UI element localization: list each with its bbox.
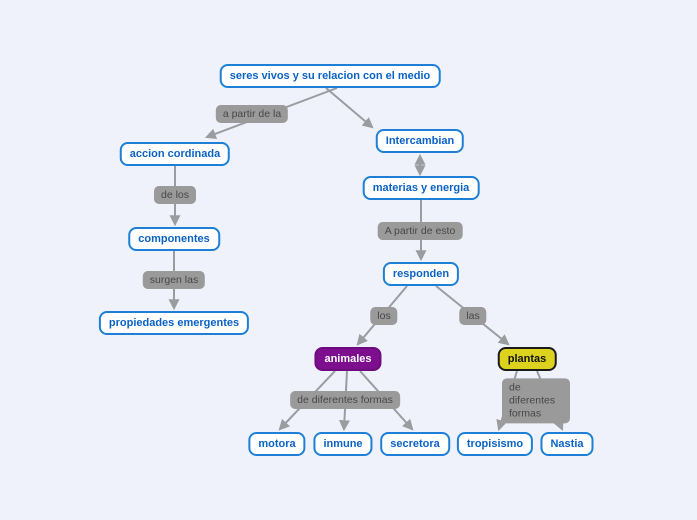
- node-intercambian[interactable]: Intercambian: [375, 129, 465, 153]
- link-label-de-los[interactable]: de los: [153, 186, 197, 204]
- node-plantas[interactable]: plantas: [497, 347, 557, 371]
- connector-root-intercambian: [325, 87, 374, 129]
- node-tropisismo[interactable]: tropisismo: [456, 432, 534, 456]
- link-label-las[interactable]: las: [459, 307, 487, 325]
- node-animales[interactable]: animales: [314, 347, 382, 371]
- link-label-de-diferentes-formas-izquierda[interactable]: de diferentes formas: [290, 391, 400, 409]
- node-motora[interactable]: motora: [248, 432, 306, 456]
- node-secretora[interactable]: secretora: [380, 432, 450, 456]
- link-label-de-diferentes-formas-derecha[interactable]: de diferentes formas: [502, 378, 570, 424]
- link-label-a-partir-de-esto[interactable]: A partir de esto: [377, 222, 463, 240]
- link-label-los[interactable]: los: [370, 307, 398, 325]
- node-nastia[interactable]: Nastia: [540, 432, 594, 456]
- node-responden[interactable]: responden: [382, 262, 460, 286]
- link-label-surgen-las[interactable]: surgen las: [142, 271, 206, 289]
- node-accion-cordinada[interactable]: accion cordinada: [119, 142, 231, 166]
- node-seres-vivos[interactable]: seres vivos y su relacion con el medio: [219, 64, 441, 88]
- node-materias-y-energia[interactable]: materias y energia: [362, 176, 480, 200]
- node-componentes[interactable]: componentes: [128, 227, 220, 251]
- node-inmune[interactable]: inmune: [313, 432, 373, 456]
- node-propiedades-emergentes[interactable]: propiedades emergentes: [98, 311, 250, 335]
- link-label-a-partir-de-la[interactable]: a partir de la: [215, 105, 289, 123]
